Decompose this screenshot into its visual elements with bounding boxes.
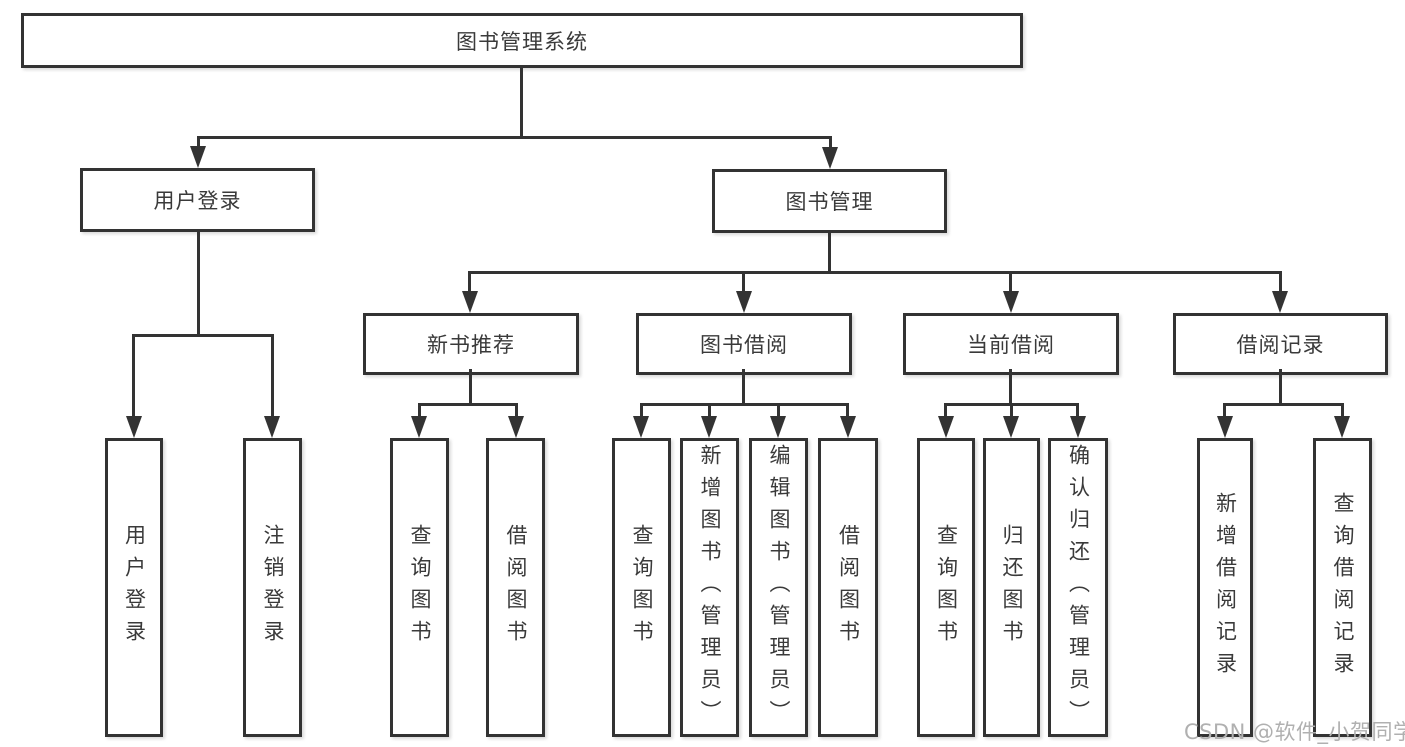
node-library-system-label: 图书管理系统 bbox=[456, 29, 588, 54]
leaf-return-books: 归还图书 bbox=[983, 438, 1040, 737]
connector-level1-horizontal bbox=[197, 136, 832, 139]
connector-to-leaf-user-login bbox=[132, 334, 135, 418]
arrow-down-icon bbox=[508, 416, 524, 438]
leaf-query-books-recommend: 查询图书 bbox=[390, 438, 449, 737]
connector-leaf bbox=[1223, 403, 1226, 418]
node-book-management: 图书管理 bbox=[712, 169, 947, 233]
leaf-logout-label: 注销登录 bbox=[261, 523, 285, 652]
connector-book-mgmt-vertical bbox=[828, 233, 831, 274]
connector-leaf bbox=[640, 403, 643, 418]
connector-leaf bbox=[777, 403, 780, 418]
leaf-logout: 注销登录 bbox=[243, 438, 302, 737]
arrow-down-icon bbox=[736, 291, 752, 313]
node-user-login-label: 用户登录 bbox=[153, 189, 242, 213]
connector-borrow-records-vertical bbox=[1279, 369, 1282, 406]
leaf-user-login: 用户登录 bbox=[105, 438, 163, 737]
leaf-add-books-admin: 新增图书（管理员） bbox=[680, 438, 739, 737]
connector-to-current-borrow bbox=[1009, 271, 1012, 293]
arrow-down-icon bbox=[1003, 291, 1019, 313]
leaf-return-books-label: 归还图书 bbox=[1000, 523, 1024, 652]
leaf-add-books-admin-label: 新增图书（管理员） bbox=[698, 443, 722, 732]
connector-to-new-book bbox=[468, 271, 471, 293]
leaf-query-books-recommend-label: 查询图书 bbox=[408, 523, 432, 652]
node-borrowing-records-label: 借阅记录 bbox=[1236, 333, 1325, 357]
arrow-down-icon bbox=[1003, 416, 1019, 438]
leaf-query-borrow-record-label: 查询借阅记录 bbox=[1331, 491, 1355, 684]
node-new-book-recommend: 新书推荐 bbox=[363, 313, 579, 375]
leaf-query-books-current: 查询图书 bbox=[917, 438, 975, 737]
connector-leaf bbox=[1076, 403, 1079, 418]
arrow-down-icon bbox=[411, 416, 427, 438]
node-new-book-recommend-label: 新书推荐 bbox=[427, 333, 515, 357]
leaf-edit-books-admin: 编辑图书（管理员） bbox=[749, 438, 808, 737]
connector-leaf bbox=[1341, 403, 1344, 418]
connector-leaf bbox=[515, 403, 518, 418]
arrow-down-icon bbox=[770, 416, 786, 438]
leaf-borrow-books-borrowing: 借阅图书 bbox=[818, 438, 878, 737]
arrow-down-icon bbox=[1272, 291, 1288, 313]
arrow-down-icon bbox=[126, 416, 142, 438]
connector-leaf bbox=[1010, 403, 1013, 418]
node-borrowing-records: 借阅记录 bbox=[1173, 313, 1388, 375]
leaf-confirm-return-admin: 确认归还（管理员） bbox=[1048, 438, 1108, 737]
leaf-query-books-current-label: 查询图书 bbox=[934, 523, 959, 652]
connector-borrow-records-horizontal bbox=[1223, 403, 1344, 406]
connector-to-borrow-records bbox=[1279, 271, 1282, 293]
connector-user-login-vertical bbox=[197, 232, 200, 337]
arrow-down-icon bbox=[462, 291, 478, 313]
leaf-query-books-borrowing: 查询图书 bbox=[612, 438, 671, 737]
leaf-borrow-books-recommend-label: 借阅图书 bbox=[504, 523, 528, 652]
arrow-down-icon bbox=[190, 146, 206, 168]
watermark-text: CSDN @软件_小贺同学 bbox=[1184, 720, 1405, 744]
connector-to-book-borrow bbox=[742, 271, 745, 293]
arrow-down-icon bbox=[822, 147, 838, 169]
node-library-system: 图书管理系统 bbox=[21, 13, 1023, 68]
arrow-down-icon bbox=[1217, 416, 1233, 438]
leaf-edit-books-admin-label: 编辑图书（管理员） bbox=[767, 443, 791, 732]
leaf-add-borrow-record-label: 新增借阅记录 bbox=[1213, 491, 1238, 684]
connector-root-vertical bbox=[520, 68, 523, 139]
arrow-down-icon bbox=[1334, 416, 1350, 438]
leaf-borrow-books-recommend: 借阅图书 bbox=[486, 438, 545, 737]
arrow-down-icon bbox=[264, 416, 280, 438]
node-current-borrowing: 当前借阅 bbox=[903, 313, 1119, 375]
connector-to-user-login bbox=[197, 136, 200, 148]
leaf-query-books-borrowing-label: 查询图书 bbox=[630, 523, 654, 652]
arrow-down-icon bbox=[701, 416, 717, 438]
connector-current-borrow-vertical bbox=[1009, 369, 1012, 406]
arrow-down-icon bbox=[1070, 416, 1086, 438]
leaf-borrow-books-borrowing-label: 借阅图书 bbox=[836, 523, 861, 652]
connector-level3-horizontal bbox=[468, 271, 1282, 274]
connector-book-borrow-horizontal bbox=[640, 403, 849, 406]
arrow-down-icon bbox=[633, 416, 649, 438]
node-book-borrowing: 图书借阅 bbox=[636, 313, 852, 375]
connector-leaf bbox=[708, 403, 711, 418]
connector-new-book-vertical bbox=[469, 369, 472, 406]
connector-new-book-horizontal bbox=[418, 403, 518, 406]
node-book-management-label: 图书管理 bbox=[785, 190, 874, 214]
leaf-query-borrow-record: 查询借阅记录 bbox=[1313, 438, 1372, 737]
arrow-down-icon bbox=[840, 416, 856, 438]
connector-leaf bbox=[846, 403, 849, 418]
connector-to-leaf-logout bbox=[271, 334, 274, 418]
connector-leaf bbox=[944, 403, 947, 418]
leaf-add-borrow-record: 新增借阅记录 bbox=[1197, 438, 1253, 737]
arrow-down-icon bbox=[938, 416, 954, 438]
node-current-borrowing-label: 当前借阅 bbox=[967, 333, 1055, 357]
node-book-borrowing-label: 图书借阅 bbox=[700, 333, 788, 357]
connector-user-login-horizontal bbox=[132, 334, 274, 337]
connector-leaf bbox=[418, 403, 421, 418]
leaf-confirm-return-admin-label: 确认归还（管理员） bbox=[1066, 443, 1091, 732]
node-user-login: 用户登录 bbox=[80, 168, 315, 232]
connector-book-borrow-vertical bbox=[742, 369, 745, 406]
connector-to-book-management bbox=[829, 136, 832, 149]
leaf-user-login-label: 用户登录 bbox=[122, 523, 147, 652]
